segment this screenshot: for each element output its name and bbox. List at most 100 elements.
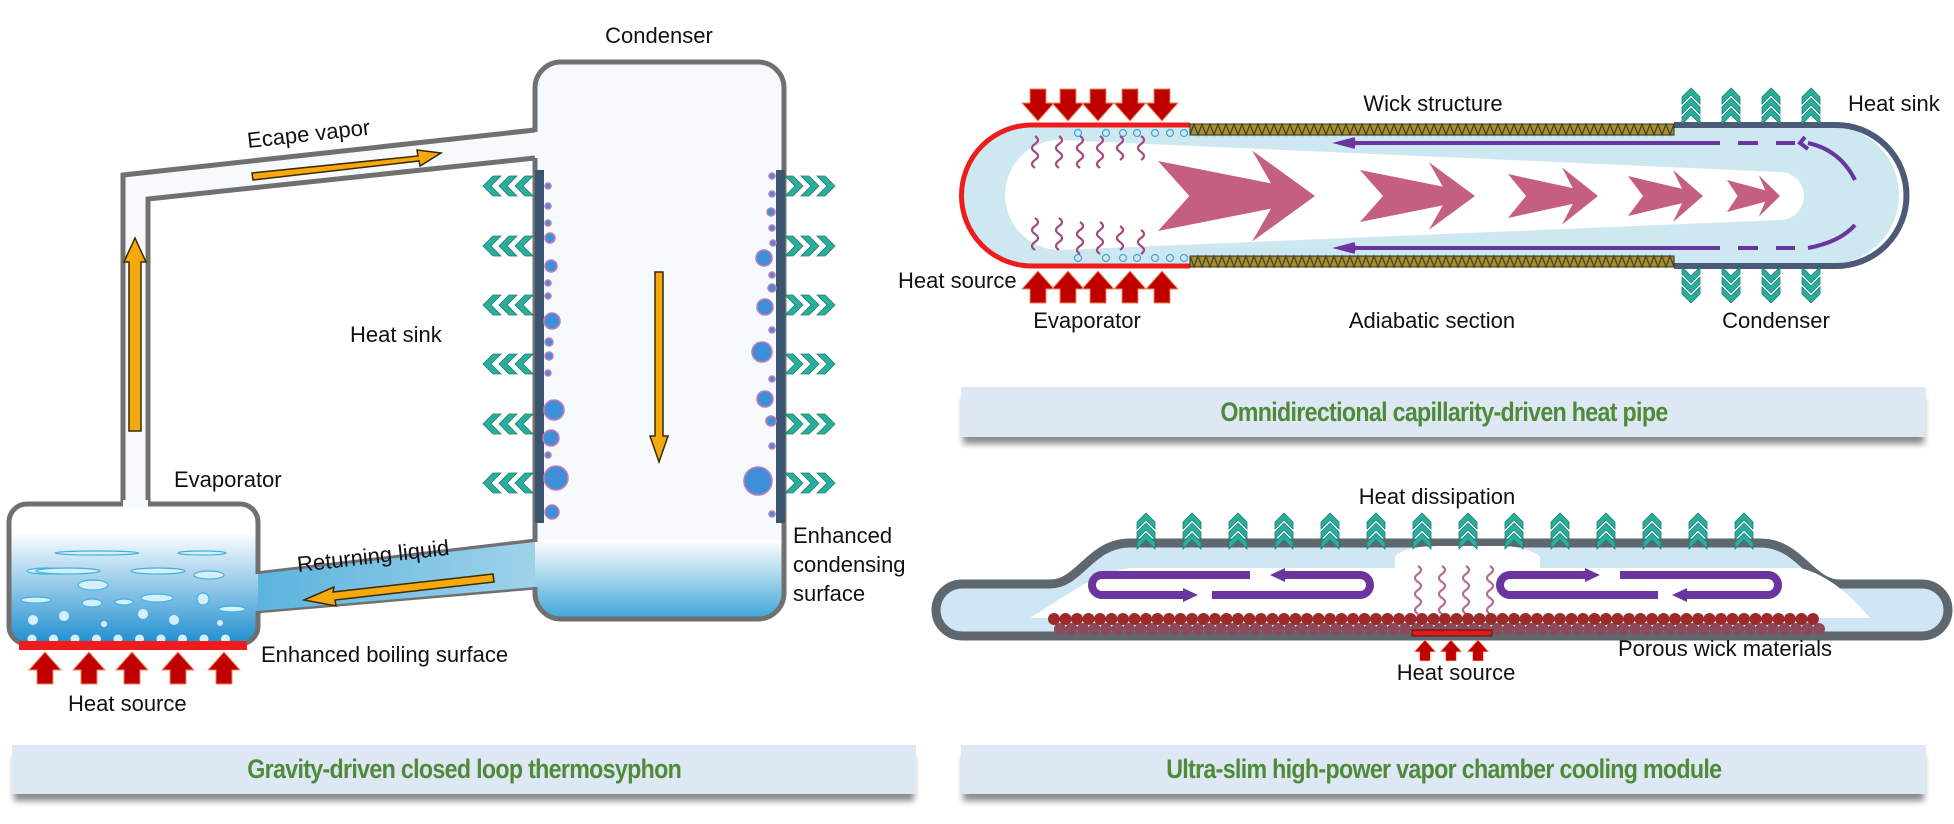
condensate-droplet xyxy=(544,451,552,459)
wick-particle xyxy=(1289,613,1302,625)
wick-structure-label: Wick structure xyxy=(1363,91,1502,116)
squiggle xyxy=(1075,135,1085,169)
squiggle xyxy=(1115,225,1125,251)
heat-arrow-up-icon xyxy=(1467,639,1489,662)
nucleation-circle xyxy=(1179,128,1189,138)
evaporation-squiggles xyxy=(1413,565,1495,615)
condensate-droplet xyxy=(544,337,554,347)
thermosyphon-caption-text: Gravity-driven closed loop thermosyphon xyxy=(247,754,681,784)
wick-particle xyxy=(1669,613,1681,625)
vapor-bubble xyxy=(138,609,148,619)
wick-particle xyxy=(1416,613,1428,625)
wick-particle xyxy=(1123,623,1135,635)
nucleation-circle xyxy=(1150,253,1160,263)
wick-particle xyxy=(1680,613,1693,625)
condensate-droplet xyxy=(543,312,561,330)
nucleation-circle xyxy=(1132,253,1142,263)
wick-particle xyxy=(1807,613,1819,625)
condensate-droplet xyxy=(768,172,776,180)
wick-particle xyxy=(1600,613,1612,625)
wick-particle xyxy=(1404,613,1417,625)
wick-particle xyxy=(1077,623,1089,635)
wick-particle xyxy=(1330,623,1342,635)
wick-particle xyxy=(1358,613,1371,625)
wick-particle xyxy=(1508,613,1520,625)
squiggle xyxy=(1136,135,1146,161)
escape-vapor-arrow xyxy=(251,149,444,181)
wick-particle xyxy=(1537,623,1549,635)
heat-arrow-down-icon xyxy=(1145,88,1179,122)
wick-particle xyxy=(1157,623,1170,635)
circulation-loop xyxy=(1620,571,1782,599)
wick-particle xyxy=(1795,613,1808,625)
wick-particle xyxy=(1749,613,1762,625)
condensate-droplet xyxy=(765,415,777,427)
circulation-loop xyxy=(1212,571,1374,599)
wick-particle xyxy=(1565,613,1578,625)
vapor-space-center xyxy=(1395,546,1540,570)
wick-particle xyxy=(1652,623,1664,635)
enhanced-condensing-label-1: Enhanced xyxy=(793,523,892,548)
wick-particle xyxy=(1473,613,1486,625)
wick-particle xyxy=(1232,613,1244,625)
adiabatic-section-label: Adiabatic section xyxy=(1349,308,1515,333)
squiggle xyxy=(1030,135,1040,169)
squiggle xyxy=(1095,221,1105,255)
wick-particle xyxy=(1703,613,1716,625)
vapor-up-arrow xyxy=(122,236,148,432)
wick-structure-top xyxy=(1189,122,1675,137)
vapor-bubble xyxy=(140,593,174,603)
heat-arrow-down-icon xyxy=(1051,88,1085,122)
condensate-droplet xyxy=(768,510,776,518)
vapor-bubble xyxy=(196,592,210,606)
wick-particle xyxy=(1594,623,1607,635)
wick-particle xyxy=(1261,623,1273,635)
wick-particle xyxy=(1496,613,1509,625)
vapor-bubble xyxy=(130,567,186,575)
wick-particle xyxy=(1629,623,1641,635)
nucleation-circle xyxy=(1101,253,1111,263)
wick-particle xyxy=(1583,623,1595,635)
wick-particle xyxy=(1347,613,1359,625)
wick-particle xyxy=(1134,623,1147,635)
wick-structure-bottom xyxy=(1189,254,1675,269)
wick-particle xyxy=(1255,613,1267,625)
left-condensing-plate xyxy=(535,170,544,523)
wick-particle xyxy=(1186,613,1198,625)
wick-particle xyxy=(1215,623,1227,635)
heat-arrow-up-icon xyxy=(1051,270,1085,304)
wick-particle xyxy=(1071,613,1083,625)
condensate-droplet xyxy=(766,207,776,217)
wick-particle xyxy=(1088,623,1101,635)
wick-particle xyxy=(1324,613,1336,625)
chevron-down-icon xyxy=(1721,266,1741,304)
wick-particle xyxy=(1381,613,1394,625)
squiggle xyxy=(1437,565,1447,615)
condensate-droplet xyxy=(751,341,773,363)
wick-particle xyxy=(1094,613,1106,625)
vapor-bubble xyxy=(35,567,101,575)
nucleation-circle xyxy=(1101,128,1111,138)
wick-particle xyxy=(1393,613,1405,625)
wick-particle xyxy=(1111,623,1124,635)
condensate-droplet xyxy=(544,259,558,273)
vapor-bubble xyxy=(218,605,246,613)
vapor-bubble xyxy=(193,570,225,580)
vc-heat-source-pad xyxy=(1411,629,1493,637)
heat-arrow-up-icon xyxy=(1414,639,1436,662)
heat-arrow-up-icon xyxy=(1440,639,1462,662)
nucleation-circle xyxy=(1073,253,1083,263)
heat-arrow-up-icon xyxy=(1113,270,1147,304)
nucleation-circle xyxy=(1073,128,1083,138)
squiggle xyxy=(1413,565,1423,615)
condensate-droplet xyxy=(767,283,777,293)
squiggle xyxy=(1115,135,1125,161)
wick-particle xyxy=(1623,613,1635,625)
wick-particle xyxy=(1307,623,1319,635)
chevron-right-icon xyxy=(784,175,836,197)
wick-particle xyxy=(1548,623,1561,635)
nucleation-circle xyxy=(1132,128,1142,138)
wick-zigzag xyxy=(1189,254,1675,269)
wick-particle xyxy=(1686,623,1699,635)
chevron-up-icon xyxy=(1681,87,1701,125)
